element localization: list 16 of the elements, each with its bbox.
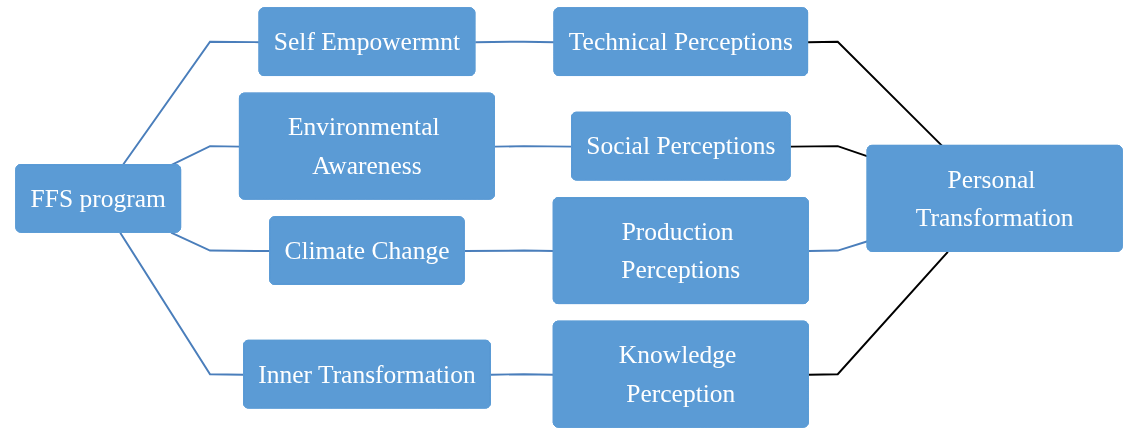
process-box: Knowledge Perception [553, 320, 810, 428]
connector [494, 145, 574, 148]
process-box: Climate Change [269, 216, 466, 285]
process-box: Production Perceptions [553, 197, 810, 305]
connector [807, 40, 944, 147]
process-box: Personal Transformation [867, 144, 1124, 252]
process-box: Self Empowermnt [259, 7, 476, 76]
connector [119, 231, 246, 376]
process-box: FFS program [15, 164, 182, 233]
process-box: Technical Perceptions [554, 7, 809, 76]
process-box: Environmental Awareness [239, 92, 496, 200]
connector [170, 231, 272, 253]
process-box: Inner Transformation [243, 339, 492, 409]
connector [474, 40, 556, 44]
process-box: Social Perceptions [571, 111, 792, 181]
connector [808, 250, 950, 376]
